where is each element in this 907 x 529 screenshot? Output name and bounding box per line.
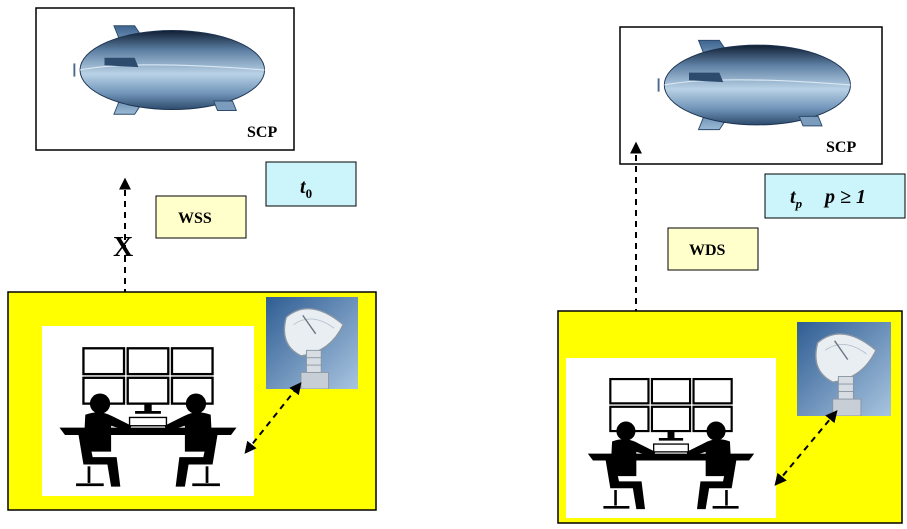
left-blocked-mark: X: [113, 232, 133, 263]
right-time-box: [764, 173, 906, 219]
right-satellite-dish-icon: [796, 322, 892, 416]
right-time-label: tp: [790, 186, 803, 211]
right-time-subscript: p: [795, 196, 803, 211]
left-time-box: [265, 161, 357, 207]
right-link-label: WDS: [689, 242, 726, 259]
left-platform-label: SCP: [247, 124, 277, 141]
right-local-link-arrow: [774, 410, 838, 486]
right-time-condition: p ≥ 1: [823, 186, 866, 208]
left-time-subscript: 0: [306, 186, 313, 201]
left-link-box: [155, 195, 247, 239]
left-link-label: WSS: [178, 210, 212, 227]
left-local-link-arrow: [244, 382, 302, 454]
right-platform-label: SCP: [826, 139, 856, 156]
left-satellite-dish-icon: [265, 297, 359, 389]
left-time-label: t0: [300, 176, 312, 201]
right-link-box: [667, 227, 759, 271]
right-panel: SCP tp p ≥ 1 WDS: [557, 26, 906, 524]
left-panel: SCP t0 WSS X: [7, 7, 377, 511]
